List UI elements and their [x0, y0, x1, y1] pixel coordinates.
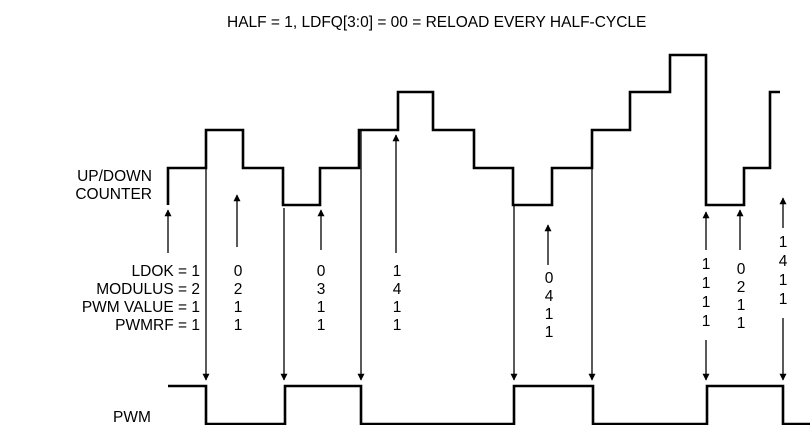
value-ldok: 1: [702, 256, 711, 273]
value-ldok: 1: [393, 263, 402, 280]
value-pwm-value: 1: [702, 294, 711, 311]
value-column: 0 3 1 1: [311, 250, 331, 334]
counter-label-line-1: UP/DOWN: [77, 168, 152, 185]
value-pwm-value: 1: [737, 297, 746, 314]
value-ldok: 0: [737, 261, 746, 278]
value-pwm-value: 1: [317, 299, 326, 316]
pwm-label: PWM: [113, 409, 151, 425]
value-column: 0 2 1 1: [228, 250, 248, 334]
value-modulus: 3: [317, 281, 326, 298]
value-column: 1 4 1 1: [774, 228, 792, 318]
row-label-pwmrf: PWMRF = 1: [115, 317, 200, 334]
value-modulus: 4: [779, 253, 788, 270]
diagram-title: HALF = 1, LDFQ[3:0] = 00 = RELOAD EVERY …: [227, 14, 646, 31]
value-modulus: 4: [393, 281, 402, 298]
up-down-counter-waveform: [166, 53, 780, 207]
value-modulus: 1: [702, 275, 711, 292]
value-ldok: 0: [234, 263, 243, 280]
value-modulus: 2: [737, 279, 746, 296]
value-pwmrf: 1: [779, 291, 788, 308]
value-pwm-value: 1: [779, 272, 788, 289]
value-pwmrf: 1: [317, 317, 326, 334]
value-modulus: 4: [545, 288, 554, 305]
value-column: 1 1 1 1: [697, 250, 715, 340]
value-ldok: 1: [779, 234, 788, 251]
value-pwmrf: 1: [737, 315, 746, 332]
value-column: 1 4 1 1: [387, 255, 407, 337]
counter-label-line-2: COUNTER: [75, 186, 152, 203]
row-label-modulus: MODULUS = 2: [96, 281, 200, 298]
value-pwmrf: 1: [234, 317, 243, 334]
value-modulus: 2: [234, 281, 243, 298]
value-pwm-value: 1: [545, 306, 554, 323]
value-pwmrf: 1: [702, 313, 711, 330]
value-pwmrf: 1: [393, 317, 402, 334]
value-pwmrf: 1: [545, 324, 554, 341]
pwm-waveform: [168, 384, 810, 425]
value-ldok: 0: [545, 270, 554, 287]
value-pwm-value: 1: [234, 299, 243, 316]
value-column: 0 4 1 1: [539, 265, 559, 347]
row-label-ldok: LDOK = 1: [132, 263, 201, 280]
row-label-pwm-value: PWM VALUE = 1: [82, 299, 200, 316]
value-ldok: 0: [317, 263, 326, 280]
value-column: 0 2 1 1: [731, 255, 751, 337]
value-pwm-value: 1: [393, 299, 402, 316]
